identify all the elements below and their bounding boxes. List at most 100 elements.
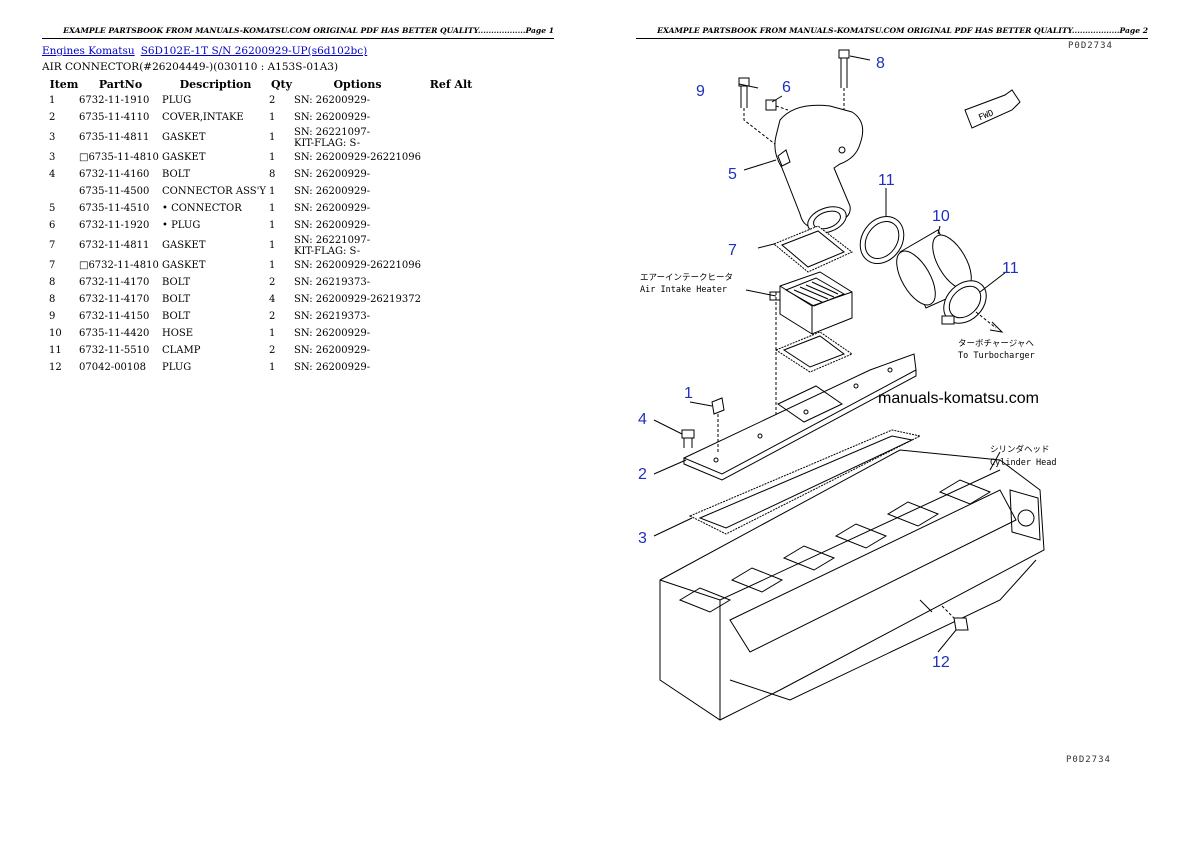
cell-partno: 6735-11-4811 — [79, 132, 150, 143]
option-line: SN: 26200929- — [294, 112, 371, 123]
option-line: SN: 26200929-26221096 — [294, 152, 421, 163]
cell-partno: 6732-11-4170 — [79, 277, 150, 288]
cell-qty: 2 — [269, 345, 276, 356]
cell-qty: 4 — [269, 294, 276, 305]
parts-table: Item PartNo Description Qty Options Ref … — [44, 77, 481, 376]
label-cylinder-en: Cylinder Head — [990, 458, 1057, 468]
callout-5: 5 — [728, 166, 737, 183]
cell-item: 7 — [49, 240, 56, 251]
cell-options: SN: 26200929- — [294, 109, 421, 126]
cell-description: • CONNECTOR — [162, 203, 242, 214]
page-header-left: EXAMPLE PARTSBOOK FROM MANUALS-KOMATSU.C… — [42, 26, 554, 39]
cell-options: SN: 26200929- — [294, 92, 421, 109]
plug-1-drawing — [711, 397, 725, 454]
cylinder-head-drawing — [659, 449, 1045, 721]
cell-partno: 6735-11-4500 — [79, 186, 150, 197]
cell-partno: 6732-11-5510 — [79, 345, 150, 356]
option-line-kit-flag: KIT-FLAG: S- — [294, 137, 361, 149]
cell-partno: □6735-11-4810 — [79, 152, 159, 163]
col-header-options: Options — [333, 78, 382, 91]
cell-item: 8 — [49, 294, 56, 305]
callout-6: 6 — [782, 79, 791, 96]
cell-options: SN: 26200929- — [294, 342, 421, 359]
cell-partno: 6735-11-4510 — [79, 203, 150, 214]
cell-item: 2 — [49, 112, 56, 123]
option-line: SN: 26221097- — [294, 234, 371, 246]
watermark: manuals-komatsu.com — [878, 390, 1039, 407]
cell-qty: 1 — [269, 132, 276, 143]
cell-item: 11 — [49, 345, 62, 356]
cell-description: GASKET — [162, 152, 206, 163]
cell-qty: 1 — [269, 328, 276, 339]
cell-item: 6 — [49, 220, 56, 231]
cell-refalt — [421, 109, 481, 126]
cell-description: BOLT — [162, 169, 191, 180]
col-header-refalt: Ref Alt — [429, 78, 473, 91]
cell-refalt — [421, 200, 481, 217]
cell-refalt — [421, 274, 481, 291]
cell-refalt — [421, 126, 481, 149]
col-header-qty: Qty — [270, 78, 293, 91]
page-title: AIR CONNECTOR(#26204449-)(030110 : A153S… — [42, 61, 339, 73]
turbo-arrow-icon — [975, 311, 1004, 333]
plug-6-drawing — [765, 99, 789, 111]
option-line: SN: 26200929-26221096 — [294, 260, 421, 271]
cell-qty: 8 — [269, 169, 276, 180]
option-line: SN: 26200929- — [294, 345, 371, 356]
cell-item: 10 — [49, 328, 62, 339]
label-heater-jp: エアーインテークヒータ — [640, 273, 733, 283]
cell-description: CLAMP — [162, 345, 201, 356]
cell-qty: 2 — [269, 277, 276, 288]
cell-description: PLUG — [162, 362, 192, 373]
cell-description: PLUG — [162, 95, 192, 106]
option-line: SN: 26219373- — [294, 277, 371, 288]
cell-item: 3 — [49, 152, 56, 163]
callout-4: 4 — [638, 411, 647, 428]
cell-item: 7 — [49, 260, 56, 271]
cell-item: 1 — [49, 95, 56, 106]
cell-options: SN: 26221097-KIT-FLAG: S- — [294, 126, 421, 149]
cell-qty: 1 — [269, 112, 276, 123]
col-header-item: Item — [49, 78, 79, 91]
clamp-11-upper-drawing — [859, 216, 905, 264]
cell-options: SN: 26219373- — [294, 308, 421, 325]
bolt-4-drawing — [681, 429, 695, 448]
cell-item: 9 — [49, 311, 56, 322]
cell-refalt — [421, 217, 481, 234]
label-heater-en: Air Intake Heater — [640, 285, 727, 295]
breadcrumb-link-engines[interactable]: Engines Komatsu — [42, 45, 135, 57]
callout-7: 7 — [728, 242, 737, 259]
option-line: SN: 26200929- — [294, 220, 371, 231]
option-line: SN: 26200929- — [294, 328, 371, 339]
cell-description: GASKET — [162, 260, 206, 271]
cell-partno: 6735-11-4420 — [79, 328, 150, 339]
cell-refalt — [421, 92, 481, 109]
option-line: SN: 26200929- — [294, 203, 371, 214]
cell-refalt — [421, 291, 481, 308]
cell-description: BOLT — [162, 277, 191, 288]
cell-partno: 6735-11-4110 — [79, 112, 150, 123]
cell-refalt — [421, 308, 481, 325]
clamp-11-lower-drawing — [941, 280, 987, 325]
table-header-row: Item PartNo Description Qty Options Ref … — [44, 77, 481, 92]
cell-qty: 1 — [269, 240, 276, 251]
air-intake-heater-drawing — [769, 271, 853, 335]
cell-partno: 6732-11-4150 — [79, 311, 150, 322]
col-header-partno: PartNo — [98, 78, 143, 91]
cell-refalt — [421, 325, 481, 342]
cell-refalt — [421, 359, 481, 376]
cell-options: SN: 26200929-26219372 — [294, 291, 421, 308]
label-turbo-en: To Turbocharger — [958, 351, 1035, 361]
breadcrumb-link-model[interactable]: S6D102E-1T S/N 26200929-UP(s6d102bc) — [140, 45, 368, 57]
cell-refalt — [421, 149, 481, 166]
cell-refalt — [421, 166, 481, 183]
cell-qty: 1 — [269, 220, 276, 231]
option-line: SN: 26200929-26219372 — [294, 294, 421, 305]
